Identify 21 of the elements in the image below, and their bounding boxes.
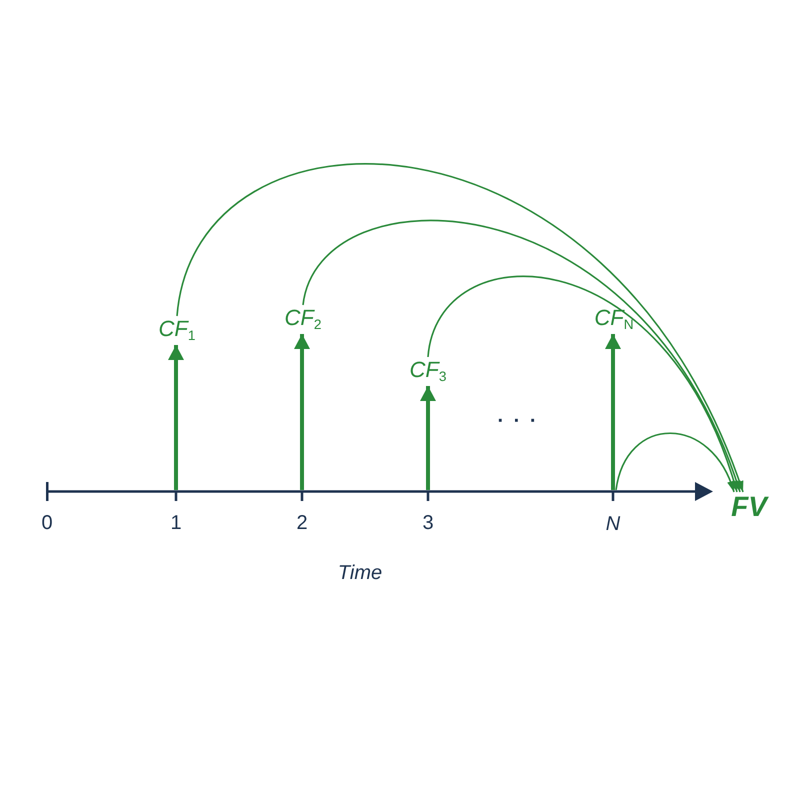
curved-arrow [615,432,735,492]
cash-flow-arrow [605,334,621,490]
axis-title: Time [338,563,382,583]
cash-flow-arrow [168,345,184,490]
ellipsis: · · · [497,411,539,431]
curved-arrow [176,163,744,492]
tick-label: 0 [41,513,53,533]
tick-label: 3 [422,513,434,533]
tick-label: 2 [296,513,308,533]
cash-flow-label: CF$_{1}$ [158,318,196,340]
curved-arrow [427,276,738,492]
cash-flow-arrow [420,386,436,490]
cash-flow-arrow [294,334,310,490]
time-axis [46,482,713,501]
cash-flow-label: CF$_{3}$ [410,359,446,381]
cash-flow-label: CF$_{N}$ [594,307,634,329]
future-value-label: FV [731,493,767,521]
tick-label: N [606,514,620,534]
curved-arrow [302,220,741,492]
tick-label: 1 [170,513,182,533]
cash-flow-label: CF$_{2}$ [284,307,322,329]
